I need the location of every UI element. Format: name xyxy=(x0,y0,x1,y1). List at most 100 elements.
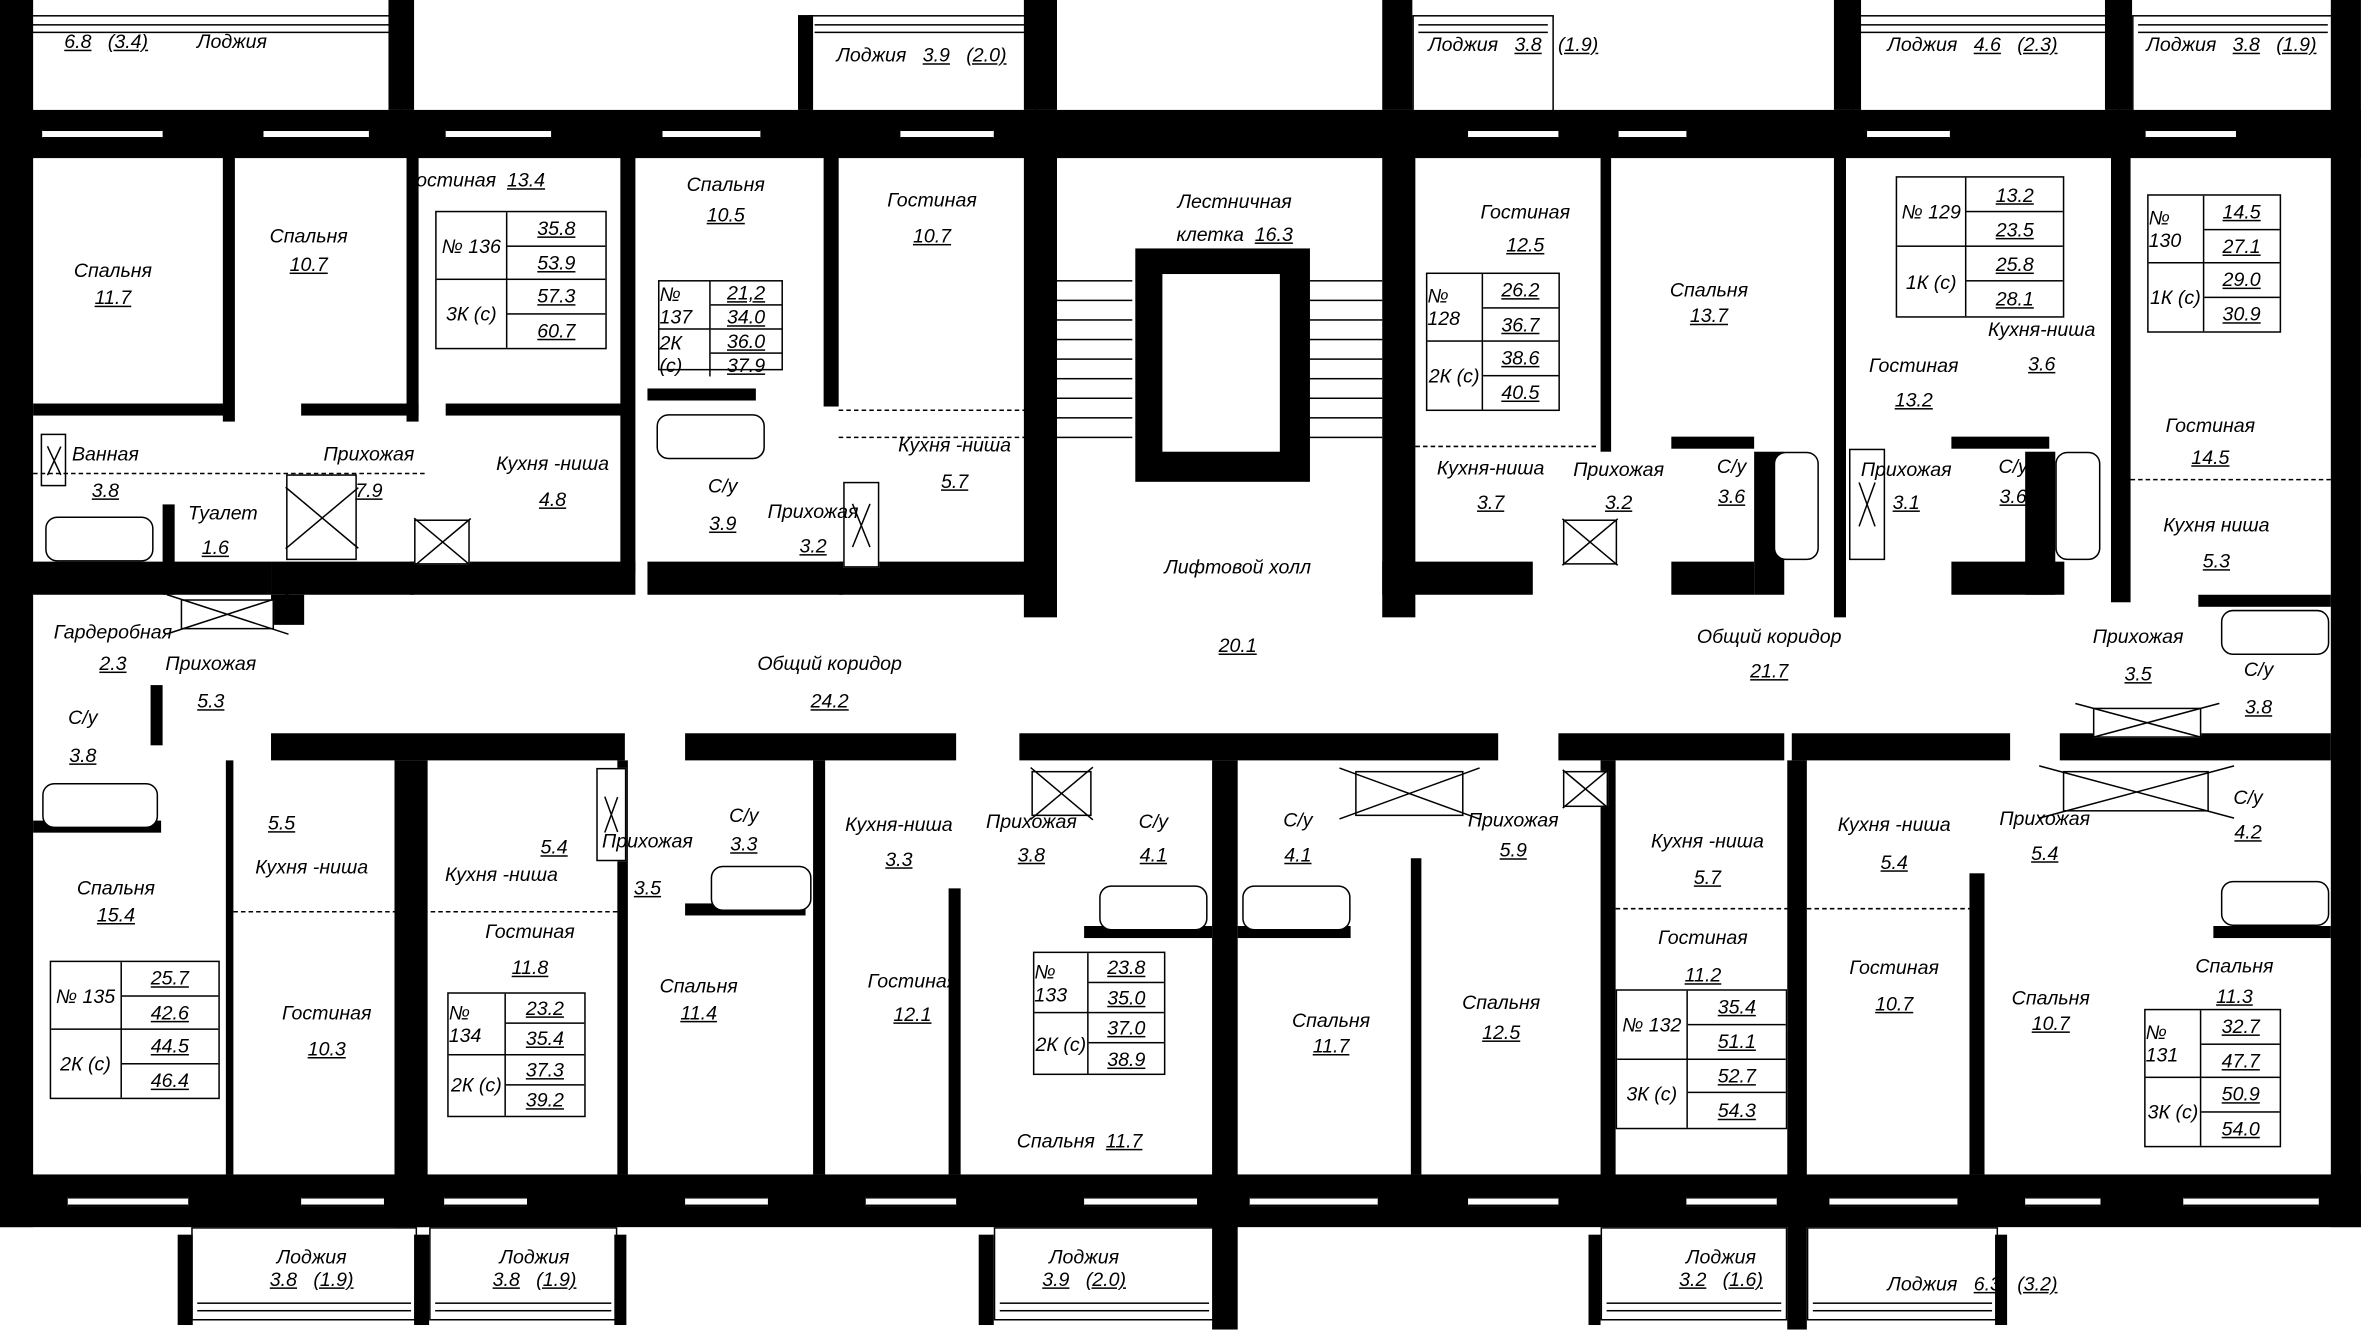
room-name: Лестничная клетка xyxy=(1176,189,1292,246)
room-name: Гостиная xyxy=(281,1001,372,1024)
room-area: 1.6 xyxy=(201,536,229,559)
wall xyxy=(150,685,163,746)
loggia-name: Лоджия xyxy=(499,1245,570,1268)
room-area: 3.2 xyxy=(1605,490,1633,514)
room-area: 7.9 xyxy=(355,478,383,502)
room-area: 16.3 xyxy=(1254,222,1293,246)
room-area: 3.3 xyxy=(885,847,913,871)
window xyxy=(263,129,369,139)
wall xyxy=(978,1234,994,1326)
room-area: 5.7 xyxy=(1693,865,1722,889)
wall xyxy=(388,0,415,110)
room-name: Прихожая xyxy=(767,499,859,523)
ventilation-shaft-icon xyxy=(1031,770,1092,817)
room-name: С/у xyxy=(1283,808,1313,832)
room-name: Спальня xyxy=(2011,986,2090,1009)
zone-divider xyxy=(838,409,1027,412)
wall xyxy=(409,561,636,595)
bathtub-icon xyxy=(1773,451,1819,561)
room-area: 13.4 xyxy=(506,168,546,192)
room-name: Гостиная xyxy=(1658,926,1748,949)
room-name: Кухня -ниша xyxy=(496,451,610,475)
apartment-area-value: 54.0 xyxy=(2221,1117,2260,1141)
apartment-area-value: 35.4 xyxy=(1687,991,1786,1026)
loggia xyxy=(2132,15,2334,113)
room-area: 24.2 xyxy=(810,689,849,713)
wall xyxy=(685,733,957,761)
loggia-name: Лоджия xyxy=(1887,33,1958,56)
apartment-area-value: 52.7 xyxy=(1687,1059,1786,1094)
wall xyxy=(1600,150,1612,452)
room-area: 10.7 xyxy=(289,252,328,276)
loggia-label: 6.8 (3.4) Лоджия xyxy=(64,30,267,53)
apartment-area-value: 54.3 xyxy=(1717,1099,1756,1122)
apartment-area-value: 25.8 xyxy=(1966,247,2063,282)
stair-step xyxy=(1309,319,1383,321)
stair-step xyxy=(1309,397,1383,400)
room-name: Спальня xyxy=(686,173,765,196)
room-name: Прихожая xyxy=(602,829,693,853)
loggia-area: 3.8 xyxy=(269,1267,297,1291)
room-area: 12.5 xyxy=(1506,233,1545,256)
stair-step xyxy=(1057,319,1133,321)
room-area: 3.6 xyxy=(1717,484,1746,508)
window xyxy=(1829,1197,1958,1207)
bathtub-icon xyxy=(656,414,765,460)
apartment-area-value: 26.2 xyxy=(1482,274,1559,308)
apartment-area-value: 21,2 xyxy=(710,282,782,306)
window xyxy=(42,129,163,139)
loggia-half-area: (2.0) xyxy=(1085,1267,1127,1291)
zone-divider xyxy=(2130,478,2331,481)
room-area: 11.7 xyxy=(1312,1034,1350,1058)
apartment-area-value: 57.3 xyxy=(507,280,606,314)
wall xyxy=(1558,733,1785,761)
loggia xyxy=(1412,15,1554,113)
wall xyxy=(614,1234,627,1326)
window xyxy=(1249,1197,1378,1207)
room-area: 3.5 xyxy=(633,876,662,899)
loggia-half-area: (1.9) xyxy=(1558,33,1599,56)
wall xyxy=(647,561,844,595)
apartment-area-value: 29.0 xyxy=(2203,263,2280,298)
apartment-number: № 135 xyxy=(51,962,122,1030)
room-name: Гостиная xyxy=(1868,353,1959,377)
room-area: 3.5 xyxy=(2124,662,2152,686)
stair-step xyxy=(1309,299,1383,302)
apartment-number: № 128 xyxy=(1427,274,1483,342)
room-area: 4.1 xyxy=(1284,843,1312,866)
wall xyxy=(162,504,175,595)
window xyxy=(1468,1197,1559,1207)
room-name: Кухня ниша xyxy=(2163,513,2270,537)
loggia xyxy=(191,1227,418,1321)
wall xyxy=(1023,0,1058,110)
apartment-type: 3К (с) xyxy=(2146,1078,2202,1146)
bathtub-icon xyxy=(42,782,159,829)
room-area: 10.3 xyxy=(307,1037,346,1061)
stair-step xyxy=(1309,358,1383,360)
stair-step xyxy=(1057,417,1133,419)
loggia-name: Лоджия xyxy=(276,1245,347,1268)
wall xyxy=(394,760,428,1228)
room-name: С/у xyxy=(68,706,98,729)
loggia-half-area: (1.9) xyxy=(2276,33,2317,56)
loggia-half-area: (2.3) xyxy=(2017,33,2058,56)
apartment-area-value: 51.1 xyxy=(1687,1025,1786,1060)
bathtub-icon xyxy=(1099,885,1208,931)
elevator-shaft-interior xyxy=(1162,274,1280,452)
stair-step xyxy=(1057,338,1133,341)
wall xyxy=(620,150,636,573)
window xyxy=(2183,1197,2319,1207)
wall xyxy=(1600,760,1616,1190)
ventilation-shaft-icon xyxy=(286,474,357,561)
apartment-type: 1К (с) xyxy=(2149,263,2204,332)
room-name: Прихожая xyxy=(986,810,1077,833)
room-area: 3.7 xyxy=(1477,490,1505,514)
wall xyxy=(414,1234,430,1326)
wall xyxy=(1023,150,1058,618)
